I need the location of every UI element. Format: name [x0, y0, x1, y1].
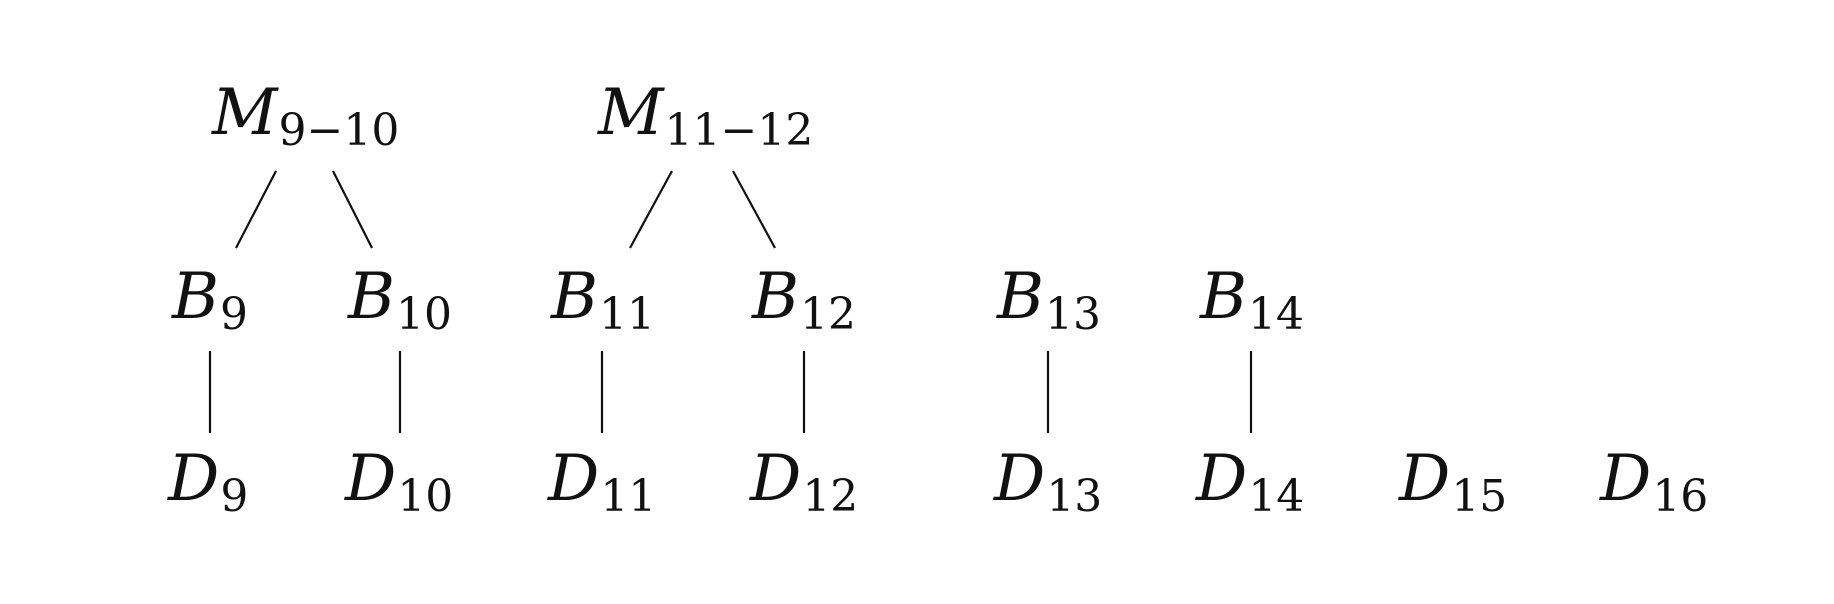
- node-m9-10: M9−10: [211, 76, 399, 156]
- node-d14-subscript: 14: [1248, 471, 1304, 522]
- node-b13: B13: [996, 260, 1101, 340]
- node-b9-letter: B: [171, 260, 219, 334]
- node-b12-subscript: 12: [800, 289, 856, 340]
- node-d9: D9: [167, 442, 248, 522]
- node-d13-subscript: 13: [1046, 471, 1102, 522]
- edge-m11-12-b11: [629, 170, 673, 249]
- node-d14: D14: [1195, 442, 1304, 522]
- node-d11-subscript: 11: [600, 471, 656, 522]
- node-d13: D13: [993, 442, 1102, 522]
- node-d16-subscript: 16: [1652, 471, 1708, 522]
- node-d15: D15: [1398, 442, 1507, 522]
- node-d10-letter: D: [344, 442, 396, 516]
- node-d12-subscript: 12: [802, 471, 858, 522]
- node-d15-letter: D: [1398, 442, 1450, 516]
- node-b10-letter: B: [347, 260, 395, 334]
- node-b9-subscript: 9: [220, 289, 248, 340]
- node-d16: D16: [1599, 442, 1708, 522]
- node-d16-letter: D: [1599, 442, 1651, 516]
- node-b11-subscript: 11: [599, 289, 655, 340]
- edge-m9-10-b10: [332, 170, 373, 249]
- node-d14-letter: D: [1195, 442, 1247, 516]
- node-d12: D12: [749, 442, 858, 522]
- node-d10-subscript: 10: [397, 471, 453, 522]
- node-b10-subscript: 10: [396, 289, 452, 340]
- node-b12: B12: [751, 260, 856, 340]
- edge-m11-12-b12: [732, 170, 776, 249]
- node-d9-letter: D: [167, 442, 219, 516]
- node-d9-subscript: 9: [220, 471, 248, 522]
- node-m9-10-letter: M: [211, 76, 279, 150]
- node-b13-letter: B: [996, 260, 1044, 334]
- node-b12-letter: B: [751, 260, 799, 334]
- node-m11-12-subscript: 11−12: [665, 105, 814, 156]
- node-d11-letter: D: [547, 442, 599, 516]
- node-d13-letter: D: [993, 442, 1045, 516]
- edge-m9-10-b9: [235, 170, 277, 249]
- node-m11-12-letter: M: [597, 76, 665, 150]
- node-b14: B14: [1199, 260, 1304, 340]
- node-b13-subscript: 13: [1045, 289, 1101, 340]
- node-b11-letter: B: [550, 260, 598, 334]
- node-d15-subscript: 15: [1451, 471, 1507, 522]
- node-m9-10-subscript: 9−10: [279, 105, 400, 156]
- node-b9: B9: [171, 260, 248, 340]
- node-m11-12: M11−12: [597, 76, 813, 156]
- node-d12-letter: D: [749, 442, 801, 516]
- node-b11: B11: [550, 260, 655, 340]
- node-b14-letter: B: [1199, 260, 1247, 334]
- node-d11: D11: [547, 442, 656, 522]
- node-d10: D10: [344, 442, 453, 522]
- node-b14-subscript: 14: [1248, 289, 1304, 340]
- node-b10: B10: [347, 260, 452, 340]
